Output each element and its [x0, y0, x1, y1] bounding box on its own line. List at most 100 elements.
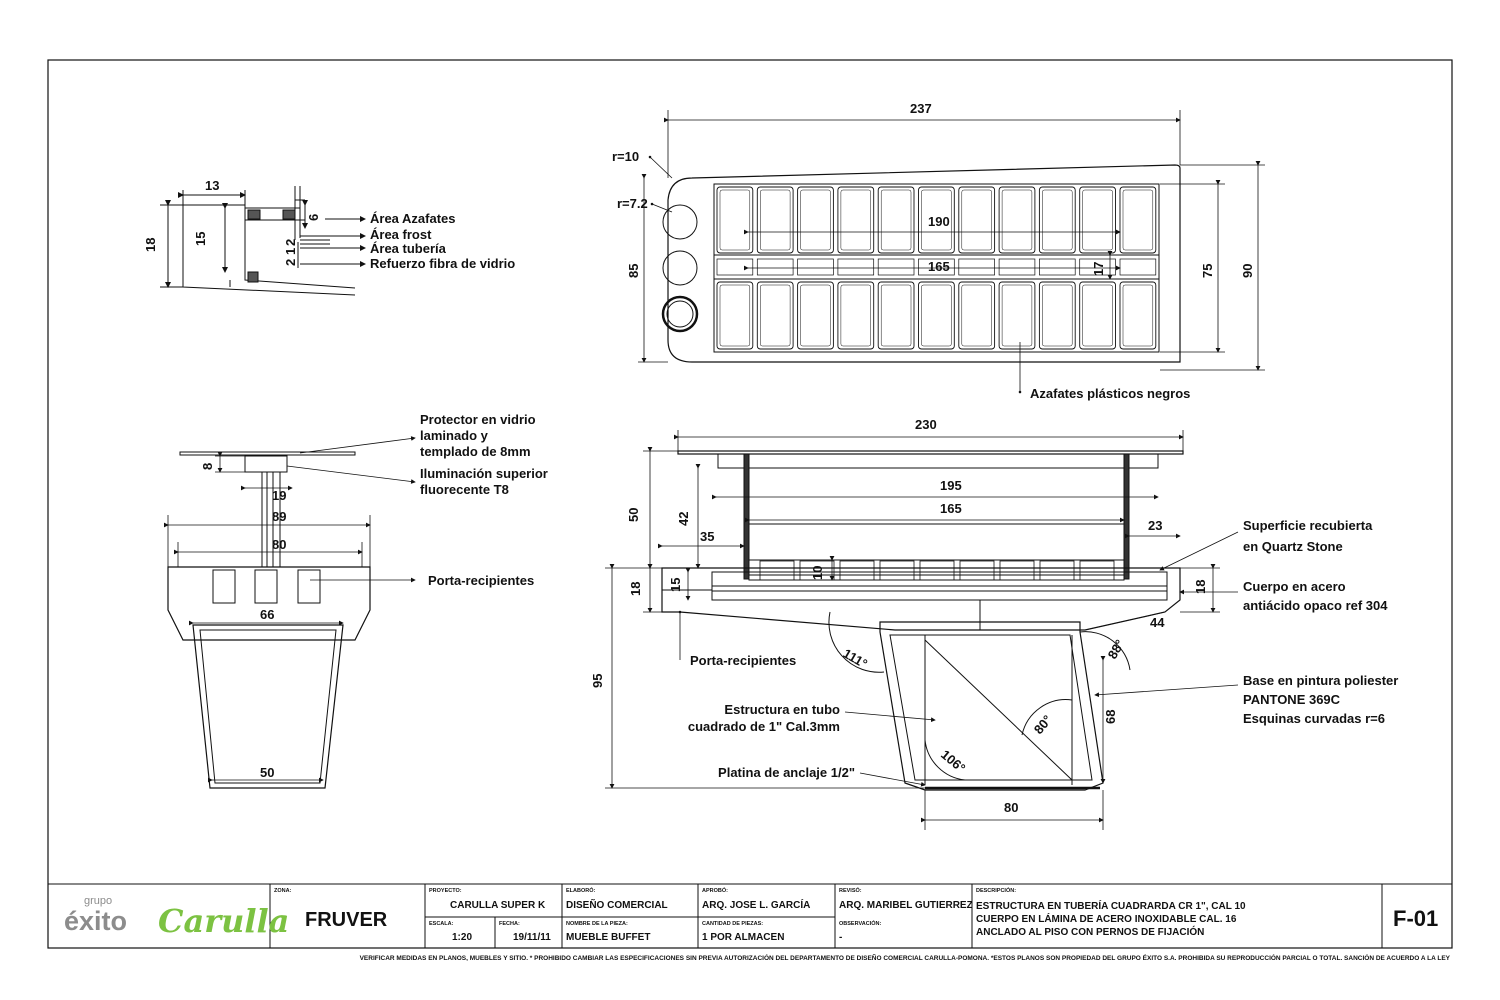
tray-cell-lower	[1079, 281, 1116, 350]
dim-66: 66	[260, 607, 274, 622]
tray-cell-inner	[921, 284, 952, 347]
note-protector-2: laminado y	[420, 428, 489, 443]
note-iluminacion-1: Iluminación superior	[420, 466, 548, 481]
aprobo-value: ARQ. JOSE L. GARCÍA	[702, 898, 810, 911]
angle-80: 80°	[1031, 712, 1055, 737]
elevation-wells	[759, 560, 1115, 581]
note-base-1: Base en pintura poliester	[1243, 673, 1398, 688]
tray-strip-cell	[797, 258, 834, 276]
elevation-dimensions	[605, 430, 1239, 830]
tray-cell-lower	[1119, 281, 1157, 350]
tray-cell-upper	[1038, 186, 1076, 254]
tray-cell-inner	[1122, 284, 1154, 347]
dim-8-vertical: 8	[200, 463, 215, 470]
tray-cell-upper	[797, 186, 834, 254]
descripcion-line-1: ESTRUCTURA EN TUBERÍA CUADRARDA CR 1", C…	[976, 899, 1246, 912]
tray-cell-upper	[958, 186, 996, 254]
tray-cell-inner	[961, 284, 992, 347]
dim-190: 190	[928, 214, 950, 229]
dim-195: 195	[940, 478, 962, 493]
logo-exito: éxito	[64, 906, 127, 936]
tray-cell-upper	[877, 186, 915, 254]
dim-95-vertical: 95	[590, 674, 605, 688]
tray-cell-inner	[1122, 189, 1154, 251]
elevation-well-cell	[999, 560, 1035, 581]
dim-23: 23	[1148, 518, 1162, 533]
dim-18-vertical: 18	[143, 238, 158, 252]
dim-2-vertical: 2	[283, 259, 298, 266]
elaboro-value: DISEÑO COMERCIAL	[566, 898, 668, 911]
tray-cell-lower	[958, 281, 996, 350]
logo-grupo: grupo	[84, 895, 112, 907]
dim-80-elev: 80	[1004, 800, 1018, 815]
tray-cell-inner	[800, 284, 831, 347]
label-aprobo: APROBÓ:	[702, 886, 728, 894]
cantidad-value: 1 POR ALMACEN	[702, 932, 784, 943]
zona-value: FRUVER	[305, 909, 388, 931]
label-proyecto: PROYECTO:	[429, 888, 462, 894]
note-porta-recipientes-left: Porta-recipientes	[428, 573, 534, 588]
dim-15-vertical: 15	[193, 232, 208, 246]
tray-cell-lower	[797, 281, 834, 350]
tray-cell-inner	[1082, 189, 1113, 251]
note-base-2: PANTONE 369C	[1243, 692, 1341, 707]
label-cantidad: CANTIDAD DE PIEZAS:	[702, 921, 763, 927]
tray-cell-inner	[1082, 284, 1113, 347]
tray-cell-inner	[719, 189, 751, 251]
note-cuerpo-2: antiácido opaco ref 304	[1243, 598, 1388, 613]
tray-cell-lower	[837, 281, 875, 350]
title-block	[47, 883, 1453, 949]
dim-10-vertical: 10	[810, 566, 825, 580]
tray-strip-cell	[1119, 258, 1157, 276]
label-elaboro: ELABORÓ:	[566, 886, 596, 894]
tray-strip-cell	[998, 258, 1036, 276]
dim-15-vertical-elev: 15	[668, 578, 683, 592]
tray-cell-upper	[918, 186, 955, 254]
angle-88: 88°	[1105, 637, 1128, 662]
tray-cell-lower	[1038, 281, 1076, 350]
dim-35: 35	[700, 529, 714, 544]
descripcion-line-2: CUERPO EN LÁMINA DE ACERO INOXIDABLE CAL…	[976, 912, 1237, 925]
reviso-value: ARQ. MARIBEL GUTIERREZ	[839, 900, 973, 911]
dim-50: 50	[260, 765, 274, 780]
elevation-well-cell	[1079, 560, 1115, 581]
note-estructura-1: Estructura en tubo	[724, 702, 840, 717]
label-fecha: FECHA:	[499, 921, 520, 927]
dim-50-vertical: 50	[626, 508, 641, 522]
note-area-frost: Área frost	[370, 227, 432, 242]
tray-strip-cell	[877, 258, 915, 276]
dim-r72: r=7.2	[617, 196, 648, 211]
tray-cell-upper	[716, 186, 754, 254]
logo-carulla: Carulla	[158, 902, 289, 940]
footer-disclaimer: VERIFICAR MEDIDAS EN PLANOS, MUEBLES Y S…	[360, 953, 1451, 962]
note-porta-recipientes-right: Porta-recipientes	[690, 653, 796, 668]
note-iluminacion-2: fluorecente T8	[420, 482, 509, 497]
note-base-3: Esquinas curvadas r=6	[1243, 711, 1385, 726]
dim-2b-vertical: 2	[283, 239, 298, 246]
tray-cell-inner	[1001, 189, 1033, 251]
dim-80: 80	[272, 537, 286, 552]
tray-cell-upper	[998, 186, 1036, 254]
tray-cell-upper	[756, 186, 794, 254]
elevation-bottom-right	[661, 450, 1184, 791]
tray-strip-cell	[756, 258, 794, 276]
note-cuerpo-1: Cuerpo en acero	[1243, 579, 1346, 594]
fecha-value: 19/11/11	[513, 932, 551, 943]
tray-cell-inner	[719, 284, 751, 347]
dim-230: 230	[915, 417, 937, 432]
dim-1-vertical: 1	[283, 248, 298, 255]
dim-42-vertical: 42	[676, 512, 691, 526]
tray-cell-lower	[756, 281, 794, 350]
tray-cell-upper	[1119, 186, 1157, 254]
label-zona: ZONA:	[274, 888, 292, 894]
note-refuerzo-fibra: Refuerzo fibra de vidrio	[370, 256, 515, 271]
tray-cell-inner	[921, 189, 952, 251]
elevation-well-cell	[1039, 560, 1075, 581]
tray-strip-cell	[1039, 258, 1076, 276]
tray-strip-cell	[837, 258, 875, 276]
note-platina: Platina de anclaje 1/2"	[718, 765, 855, 780]
elevation-well-cell	[879, 560, 915, 581]
dim-85-vertical: 85	[626, 264, 641, 278]
dim-17-vertical: 17	[1091, 262, 1106, 276]
